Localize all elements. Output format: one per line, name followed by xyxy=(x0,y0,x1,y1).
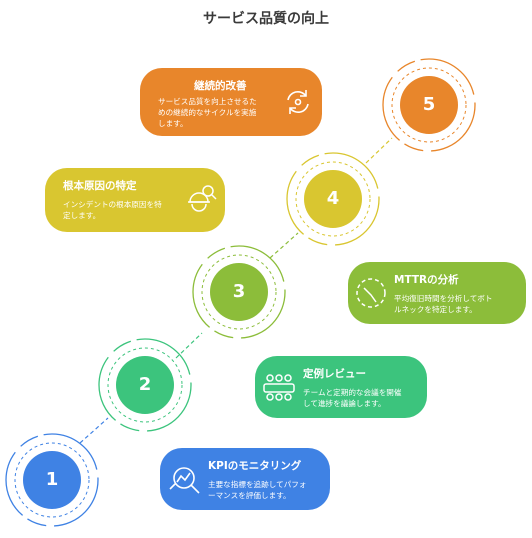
step-card-2-title: 定例レビュー xyxy=(303,368,366,380)
connector-1-2 xyxy=(79,417,109,444)
step-card-1-desc-line2: ーマンスを評価します。 xyxy=(208,491,291,500)
dashed-clock-icon xyxy=(354,276,388,314)
step-card-5-title: 継続的改善 xyxy=(194,80,247,92)
step-number-3: 3 xyxy=(232,281,246,302)
step-card-1-desc-line1: 主要な指標を追跡してパフォ xyxy=(208,480,307,489)
step-number-1: 1 xyxy=(45,469,59,490)
step-card-5-desc-line2: めの継続的なサイクルを実施 xyxy=(158,108,257,117)
step-ring-2 xyxy=(98,338,192,432)
page-title: サービス品質の向上 xyxy=(203,11,329,27)
step-card-4: 根本原因の特定 インシデントの根本原因を特 定します。 xyxy=(45,168,225,232)
step-card-5: 継続的改善 サービス品質を向上させるた めの継続的なサイクルを実施 します。 xyxy=(140,68,322,136)
step-card-1: KPIのモニタリング 主要な指標を追跡してパフォ ーマンスを評価します。 xyxy=(160,448,330,510)
step-card-2-desc-line2: して進捗を議論します。 xyxy=(303,399,386,408)
step-card-3-desc-line2: ルネックを特定します。 xyxy=(394,305,477,314)
step-card-4-title: 根本原因の特定 xyxy=(63,180,137,192)
cycle-arrows-icon xyxy=(282,86,314,122)
step-ring-1 xyxy=(5,433,99,527)
step-card-2-desc-line1: チームと定期的な会議を開催 xyxy=(303,388,402,397)
step-card-4-desc-line2: 定します。 xyxy=(63,211,101,220)
step-number-4: 4 xyxy=(326,188,340,209)
connector-4-5 xyxy=(365,137,393,164)
step-card-3-desc-line1: 平均復旧時間を分析してボト xyxy=(394,294,493,303)
connector-3-4 xyxy=(269,232,299,259)
step-ring-5 xyxy=(382,58,476,152)
step-card-4-desc-line1: インシデントの根本原因を特 xyxy=(63,200,162,209)
step-card-1-title: KPIのモニタリング xyxy=(208,460,302,472)
step-card-5-desc-line3: します。 xyxy=(158,119,188,128)
magnifier-chart-icon xyxy=(168,463,202,501)
step-card-3-title: MTTRの分析 xyxy=(394,274,459,286)
meeting-table-icon xyxy=(261,370,297,408)
step-card-3: MTTRの分析 平均復旧時間を分析してボト ルネックを特定します。 xyxy=(348,262,526,324)
step-ring-3 xyxy=(192,245,286,339)
step-card-2: 定例レビュー チームと定期的な会議を開催 して進捗を議論します。 xyxy=(255,356,427,418)
step-number-5: 5 xyxy=(422,94,436,115)
worker-search-icon xyxy=(185,182,219,220)
step-number-2: 2 xyxy=(138,374,152,395)
step-card-5-desc-line1: サービス品質を向上させるた xyxy=(158,97,257,106)
step-ring-4 xyxy=(286,152,380,246)
connector-2-3 xyxy=(175,332,203,359)
